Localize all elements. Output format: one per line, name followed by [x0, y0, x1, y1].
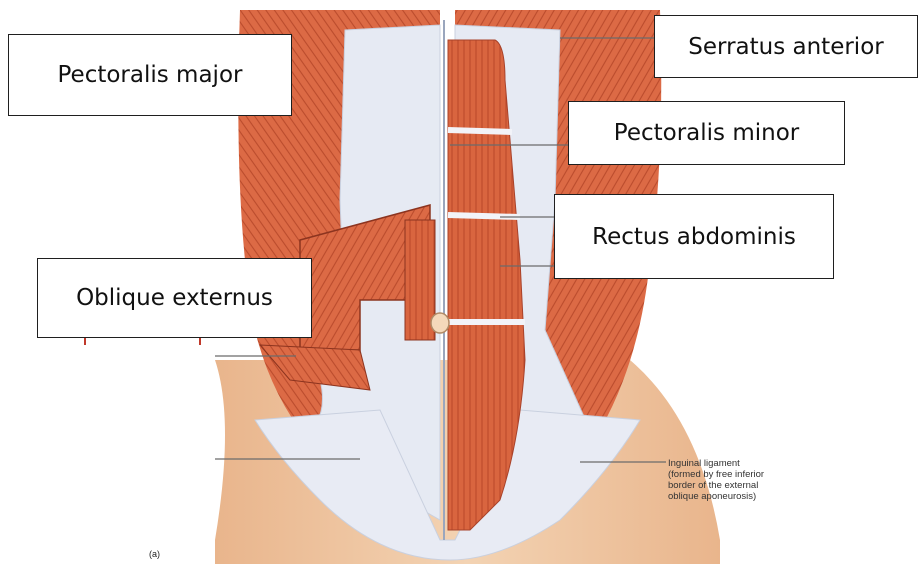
inguinal-line-3: border of the external — [668, 480, 818, 491]
tendinous-intersection-1 — [448, 130, 512, 132]
inguinal-line-4: oblique aponeurosis) — [668, 491, 818, 502]
label-pectoralis-major-text: Pectoralis major — [58, 62, 243, 88]
panel-letter: (a) — [149, 549, 160, 560]
label-serratus-anterior-text: Serratus anterior — [688, 34, 883, 60]
label-pectoralis-minor: Pectoralis minor — [568, 101, 845, 165]
label-serratus-anterior: Serratus anterior — [654, 15, 918, 78]
label-oblique-externus-text: Oblique externus — [76, 285, 273, 311]
label-pectoralis-minor-text: Pectoralis minor — [614, 120, 799, 146]
inguinal-line-1: Inguinal ligament — [668, 458, 818, 469]
inguinal-line-2: (formed by free inferior — [668, 469, 818, 480]
label-rectus-abdominis: Rectus abdominis — [554, 194, 834, 279]
label-rectus-abdominis-text: Rectus abdominis — [592, 224, 796, 250]
inguinal-ligament-caption: Inguinal ligament (formed by free inferi… — [668, 458, 818, 502]
label-oblique-externus: Oblique externus — [37, 258, 312, 338]
label-pectoralis-major: Pectoralis major — [8, 34, 292, 116]
umbilicus — [431, 313, 449, 333]
